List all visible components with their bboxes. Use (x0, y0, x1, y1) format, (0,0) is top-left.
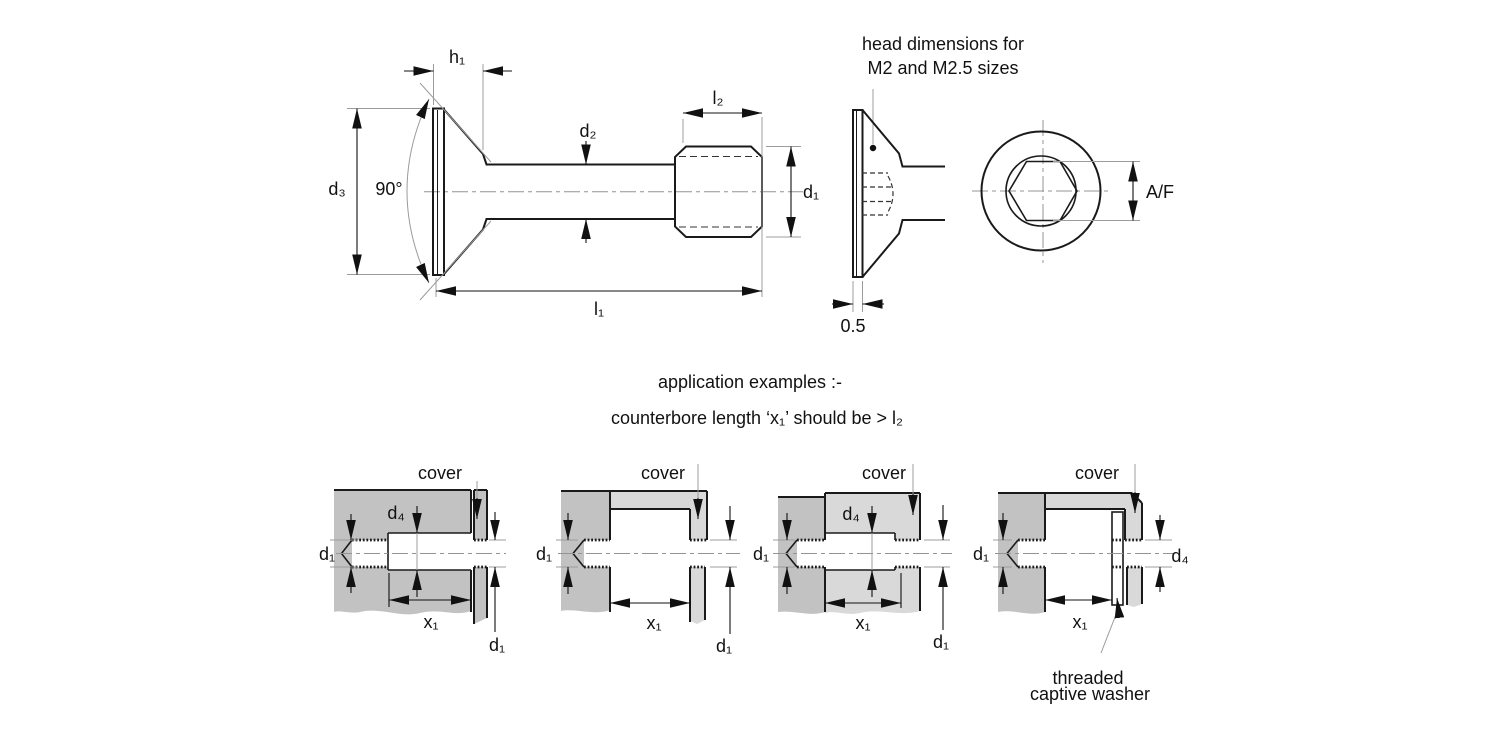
example3-cover-callout: cover (862, 463, 918, 515)
screw-head-face (432, 107, 445, 276)
head-detail-cone-bottom (861, 219, 945, 278)
h1-dimension: h₁ (404, 47, 512, 150)
d4-right-label: d₄ (1171, 546, 1188, 566)
example1-x1-dimension: x₁ (388, 573, 471, 632)
example2-d1-right-dimension: d₁ (710, 506, 737, 656)
example1-d1-left-dimension: d₁ (319, 514, 357, 593)
face-thickness-dimension: 0.5 (832, 281, 884, 336)
x1-label: x₁ (855, 613, 870, 633)
d1-right-label: d₁ (489, 635, 505, 655)
example4-d4-right-dimension: d₄ (1145, 515, 1189, 592)
example4-cover-callout: cover (1075, 463, 1140, 513)
example3-d1-left-dimension: d₁ (753, 513, 795, 594)
l1-dimension: l₁ (435, 278, 762, 319)
cover-label: cover (641, 463, 685, 483)
h1-label: h₁ (449, 47, 465, 67)
x1-label: x₁ (646, 613, 661, 633)
d2-dimension: d₂ (580, 121, 597, 243)
head-detail-face (852, 109, 864, 278)
example3-d1-right-dimension: d₁ (924, 505, 950, 652)
example1-d4-dimension: d₄ (387, 503, 422, 597)
d3-label: d₃ (328, 179, 345, 199)
example-1: cover d₄ d₁ d₁ x₁ (319, 463, 506, 655)
example4-d1-left-dimension: d₁ (973, 513, 1012, 594)
d4-label: d₄ (387, 503, 404, 523)
example1-cover-callout: cover (418, 463, 482, 519)
d1-left-label: d₁ (536, 544, 552, 564)
example2-d1-left-dimension: d₁ (536, 513, 578, 594)
washer-note-line1: threaded (1052, 668, 1123, 688)
l2-dimension: l₂ (682, 88, 763, 297)
hex-socket (1008, 160, 1078, 222)
cover-label: cover (862, 463, 906, 483)
l1-label: l₁ (594, 299, 604, 319)
example3-x1-dimension: x₁ (825, 573, 902, 633)
d1-left-label: d₁ (753, 544, 769, 564)
example-3: cover d₄ d₁ d₁ x₁ (753, 463, 952, 652)
example4-cover-lower (1127, 567, 1142, 607)
example4-cover-upper (1045, 493, 1142, 540)
application-note: application examples :- counterbore leng… (611, 372, 903, 428)
x1-label: x₁ (423, 612, 438, 632)
af-dimension: A/F (1053, 161, 1174, 221)
d1-right-label: d₁ (716, 636, 732, 656)
x1-label: x₁ (1072, 612, 1087, 632)
screw-thread-block (674, 145, 763, 238)
d4-label: d₄ (842, 504, 859, 524)
example1-d1-right-dimension: d₁ (489, 512, 506, 655)
note-line2: counterbore length ‘x₁’ should be > l₂ (611, 408, 903, 428)
example-4: cover d₁ d₄ x₁ threaded captive washer (973, 463, 1189, 704)
screw-side-view: h₁ d₃ 90° d₂ l₂ (328, 47, 819, 319)
head-outer-circle (980, 130, 1102, 252)
l2-label: l₂ (713, 88, 724, 108)
head-detail-title-line1: head dimensions for (862, 34, 1024, 54)
socket-circle (1005, 155, 1077, 227)
example3-d4-dimension: d₄ (842, 504, 877, 597)
head-detail-cone-top (861, 109, 945, 168)
captive-washer-callout: threaded captive washer (1030, 597, 1150, 704)
d1-right-label: d₁ (933, 632, 949, 652)
example4-x1-dimension: x₁ (1045, 595, 1112, 632)
d1-label: d₁ (803, 182, 819, 202)
d1-left-label: d₁ (319, 544, 335, 564)
cover-label: cover (418, 463, 462, 483)
d2-label: d₂ (580, 121, 597, 141)
d1-left-label: d₁ (973, 544, 989, 564)
head-detail-title-line2: M2 and M2.5 sizes (867, 58, 1018, 78)
hidden-socket-lines (862, 172, 894, 216)
example2-x1-dimension: x₁ (610, 570, 691, 633)
thickness-label: 0.5 (840, 316, 865, 336)
example2-cover-lower (690, 567, 705, 624)
head-front-view: A/F (972, 120, 1174, 263)
cover-label: cover (1075, 463, 1119, 483)
leader-dot (869, 144, 877, 152)
head-angle-dimension: 90° (375, 82, 492, 301)
example2-cover-callout: cover (641, 463, 703, 519)
angle-label: 90° (375, 179, 402, 199)
af-label: A/F (1146, 182, 1174, 202)
example-2: cover d₁ d₁ x₁ (536, 463, 740, 656)
note-line1: application examples :- (658, 372, 842, 392)
head-detail-view: head dimensions for M2 and M2.5 sizes 0.… (832, 34, 1024, 336)
d1-dimension: d₁ (766, 146, 819, 238)
example2-cover-upper (610, 491, 707, 540)
washer-note-line2: captive washer (1030, 684, 1150, 704)
